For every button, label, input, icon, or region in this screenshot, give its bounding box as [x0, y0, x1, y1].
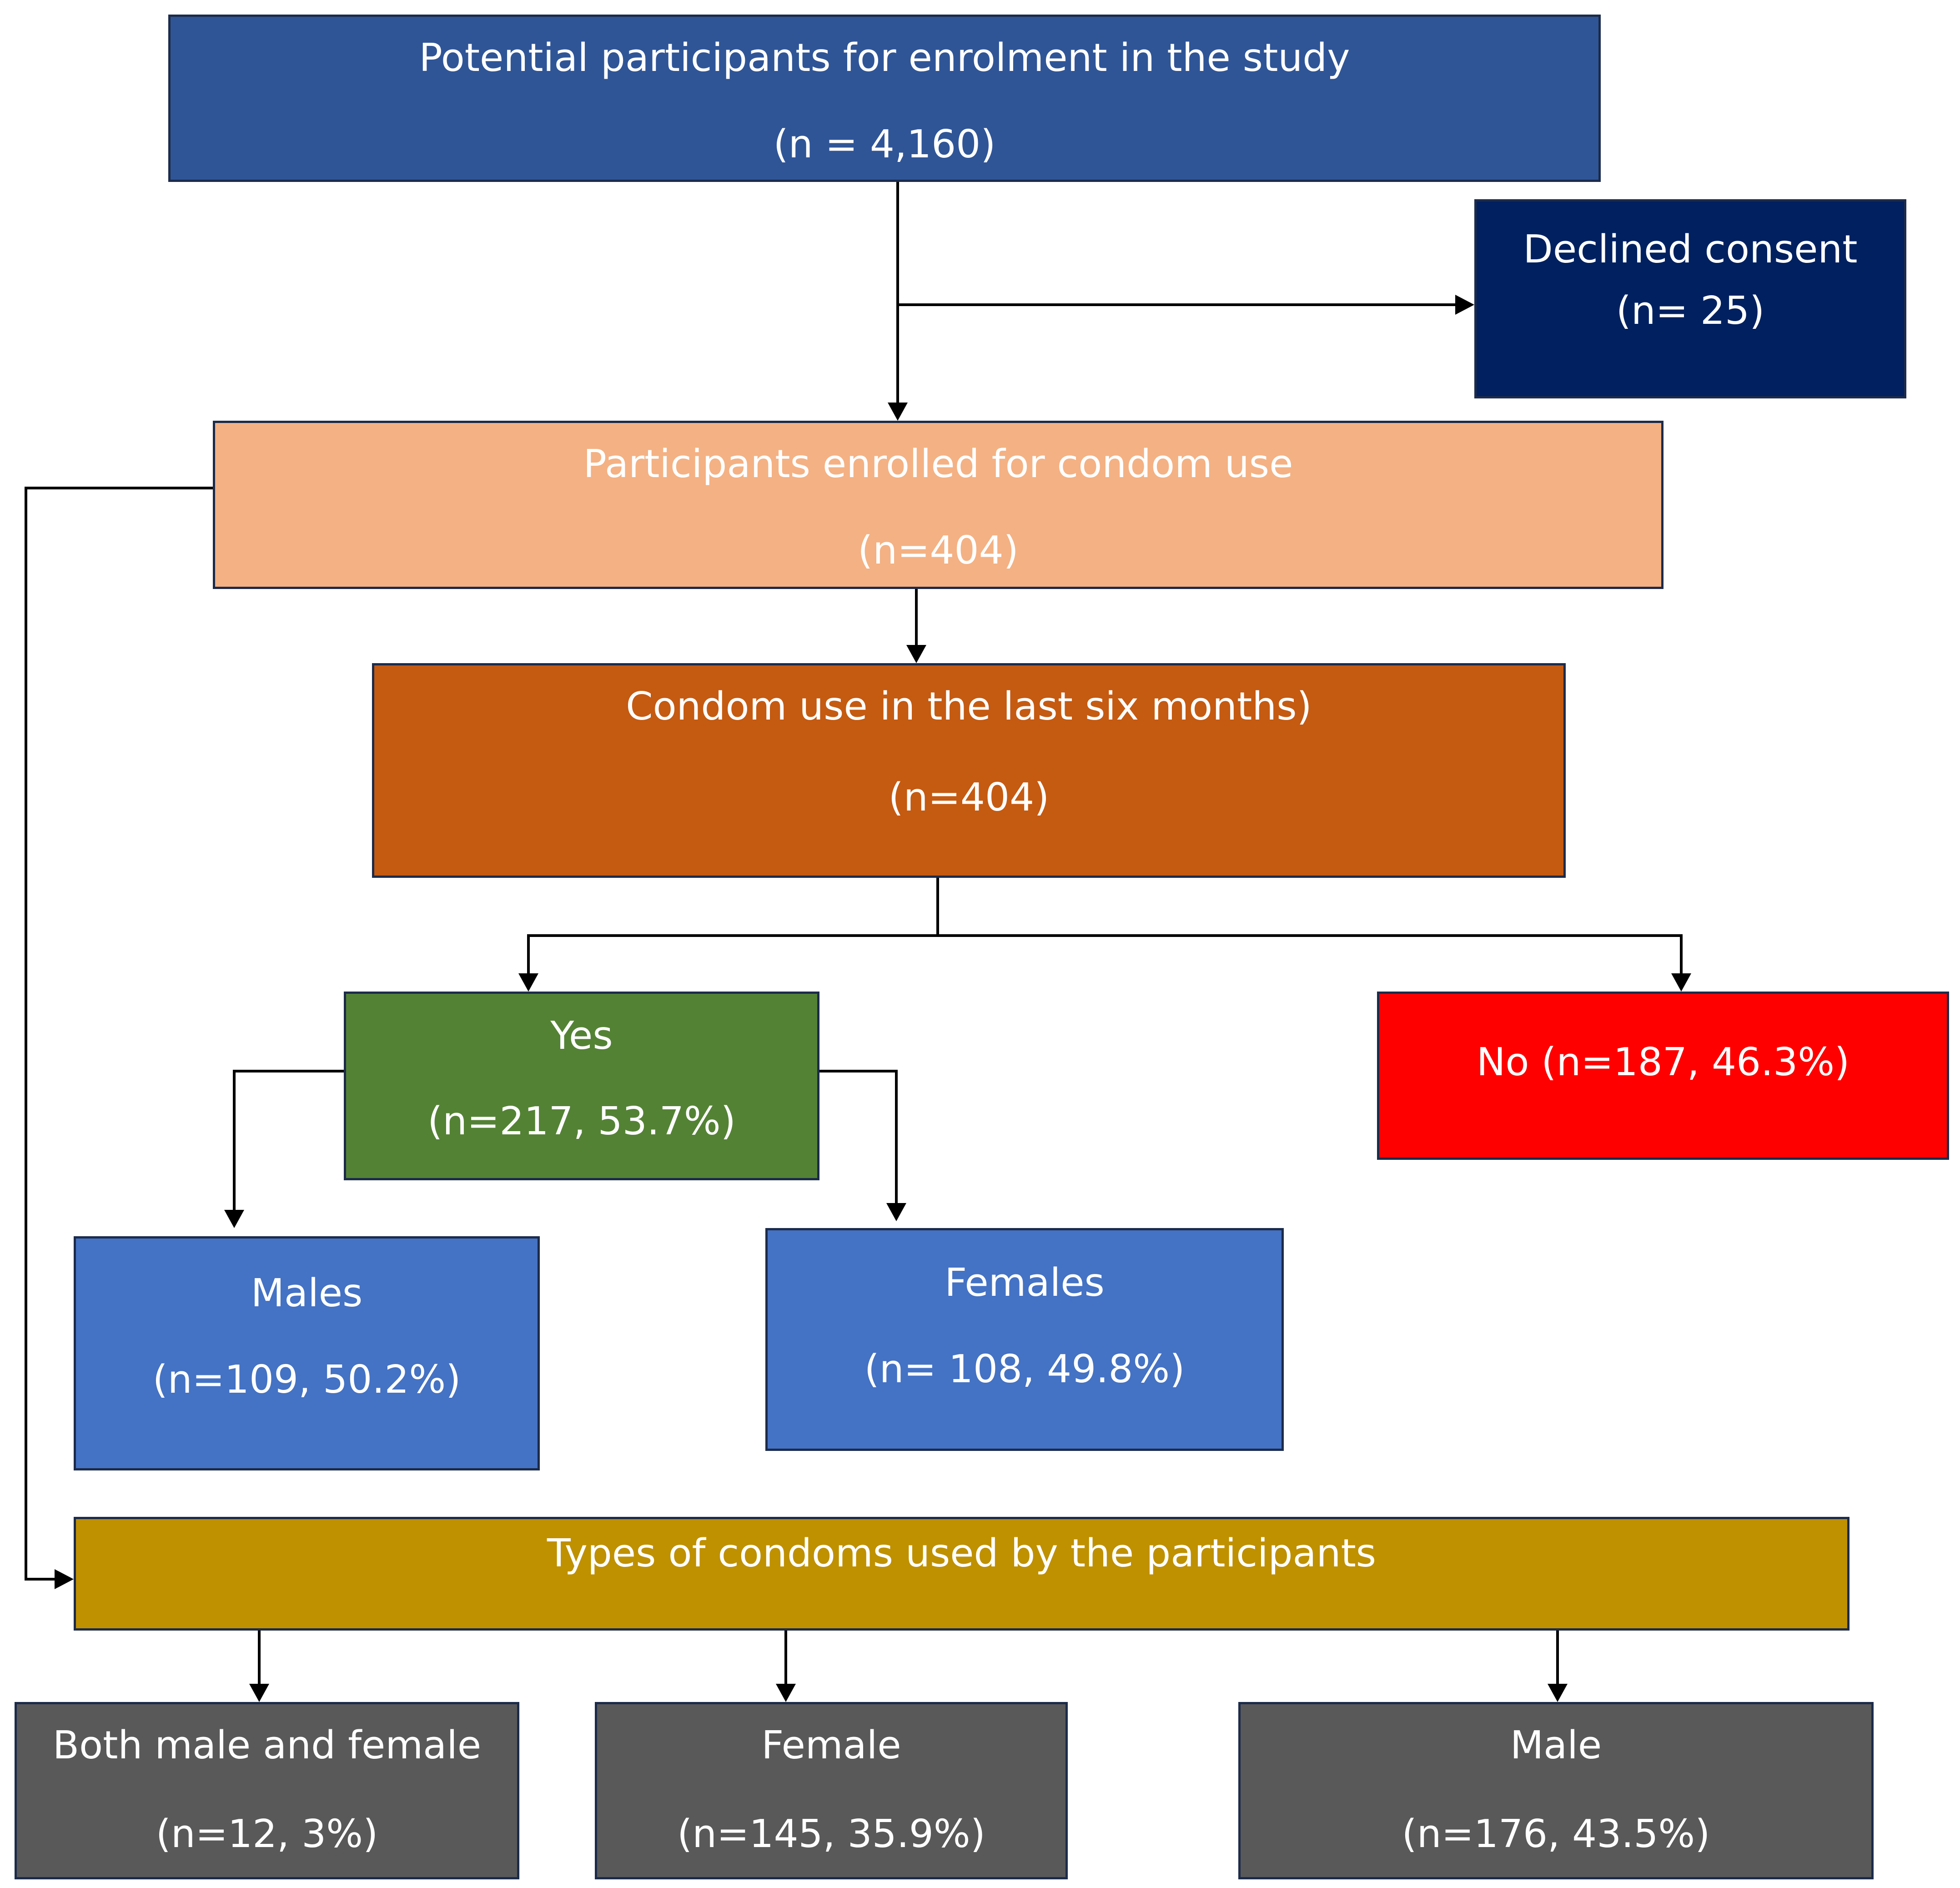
- node-participants-enrolled: Participants enrolled for condom use (n=…: [213, 421, 1663, 589]
- node-condom-use-count: (n=404): [888, 775, 1050, 820]
- node-females-title: Females: [945, 1260, 1105, 1305]
- node-both-title: Both male and female: [52, 1723, 482, 1768]
- node-enrolled-count: (n=404): [858, 528, 1019, 573]
- arrowhead-yes: [518, 973, 538, 992]
- node-types-title: Types of condoms used by the participant…: [547, 1531, 1377, 1576]
- arrowhead-enrolled: [888, 403, 908, 421]
- node-declined-count: (n= 25): [1616, 288, 1765, 333]
- node-female-title: Female: [761, 1723, 901, 1768]
- node-both-count: (n=12, 3%): [156, 1812, 378, 1857]
- arrowhead-male: [1548, 1684, 1568, 1702]
- node-male-count: (n=176, 43.5%): [1402, 1812, 1710, 1857]
- node-yes-title: Yes: [550, 1013, 613, 1058]
- node-condom-use: Condom use in the last six months) (n=40…: [372, 663, 1566, 878]
- node-potential-participants: Potential participants for enrolment in …: [168, 15, 1601, 182]
- node-enrolled-title: Participants enrolled for condom use: [583, 442, 1293, 487]
- node-potential-count: (n = 4,160): [773, 122, 996, 167]
- node-declined-title: Declined consent: [1523, 227, 1858, 272]
- arrowhead-declined: [1455, 295, 1474, 315]
- node-condom-types: Types of condoms used by the participant…: [74, 1517, 1849, 1631]
- node-male-title: Male: [1510, 1723, 1602, 1768]
- node-male-condom: Male (n=176, 43.5%): [1238, 1702, 1874, 1879]
- node-no-title: No (n=187, 46.3%): [1476, 1040, 1850, 1085]
- arrowhead-both: [249, 1684, 269, 1702]
- node-males-count: (n=109, 50.2%): [152, 1357, 461, 1402]
- node-males: Males (n=109, 50.2%): [74, 1236, 540, 1470]
- arrowhead-females: [886, 1203, 906, 1221]
- node-female-count: (n=145, 35.9%): [677, 1812, 985, 1857]
- node-declined-consent: Declined consent (n= 25): [1474, 199, 1906, 398]
- node-females-count: (n= 108, 49.8%): [864, 1347, 1185, 1392]
- node-condom-use-title: Condom use in the last six months): [626, 684, 1312, 729]
- node-males-title: Males: [251, 1271, 363, 1316]
- node-yes: Yes (n=217, 53.7%): [344, 992, 819, 1180]
- arrowhead-condom-use: [906, 645, 926, 663]
- node-yes-count: (n=217, 53.7%): [427, 1099, 736, 1144]
- arrowhead-no: [1671, 973, 1691, 992]
- node-potential-title: Potential participants for enrolment in …: [419, 35, 1350, 81]
- arrowhead-types: [55, 1569, 74, 1589]
- node-females: Females (n= 108, 49.8%): [765, 1228, 1284, 1451]
- node-both-male-female: Both male and female (n=12, 3%): [15, 1702, 519, 1879]
- node-no: No (n=187, 46.3%): [1377, 992, 1949, 1160]
- node-female-condom: Female (n=145, 35.9%): [595, 1702, 1068, 1879]
- arrowhead-males: [224, 1210, 244, 1228]
- arrowhead-female: [776, 1684, 796, 1702]
